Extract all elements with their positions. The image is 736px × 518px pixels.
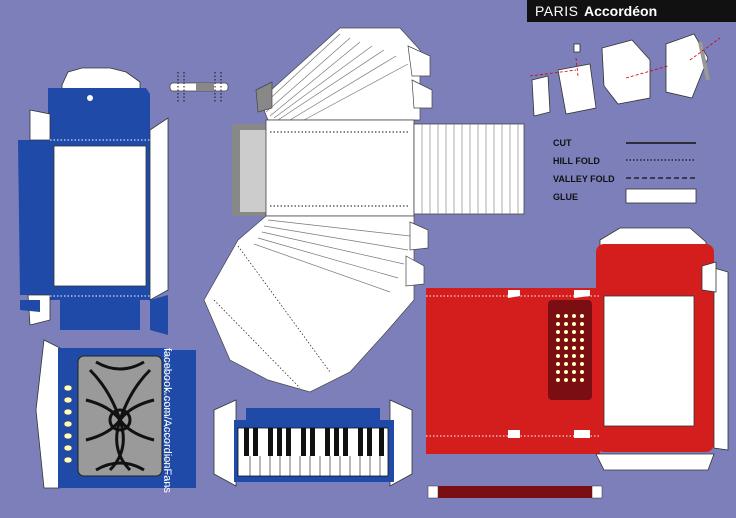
legend-glue-label: GLUE	[553, 192, 579, 202]
ornament-pattern	[85, 360, 155, 472]
model-title: Accordéon	[584, 3, 658, 19]
legend-cut-label: CUT	[553, 138, 572, 148]
keyboard-panel	[213, 399, 413, 487]
piano-white-key-lines	[249, 456, 381, 476]
button-row	[63, 384, 73, 464]
bellows-bottom	[203, 215, 429, 393]
bellows-top	[255, 27, 433, 121]
facebook-url-text: facebook.com/AccordionFans	[161, 348, 173, 493]
red-box-net	[426, 227, 729, 471]
blue-front-panel	[35, 339, 196, 489]
strap-strip-bottom	[427, 485, 603, 499]
bellows-middle	[232, 119, 525, 217]
pleat-lines	[421, 124, 519, 214]
assembly-diagram	[529, 33, 721, 117]
title-bar: PARIS Accordéon	[527, 0, 736, 22]
blue-box-net	[18, 67, 169, 335]
piano-black-keys	[244, 428, 384, 456]
bass-buttons	[556, 314, 584, 382]
legend-hill-fold-label: HILL FOLD	[553, 156, 600, 166]
legend-glue-box	[625, 188, 697, 204]
strap-strip-top	[169, 72, 229, 102]
brand-label: PARIS	[535, 3, 579, 19]
legend-valley-fold-label: VALLEY FOLD	[553, 174, 615, 184]
